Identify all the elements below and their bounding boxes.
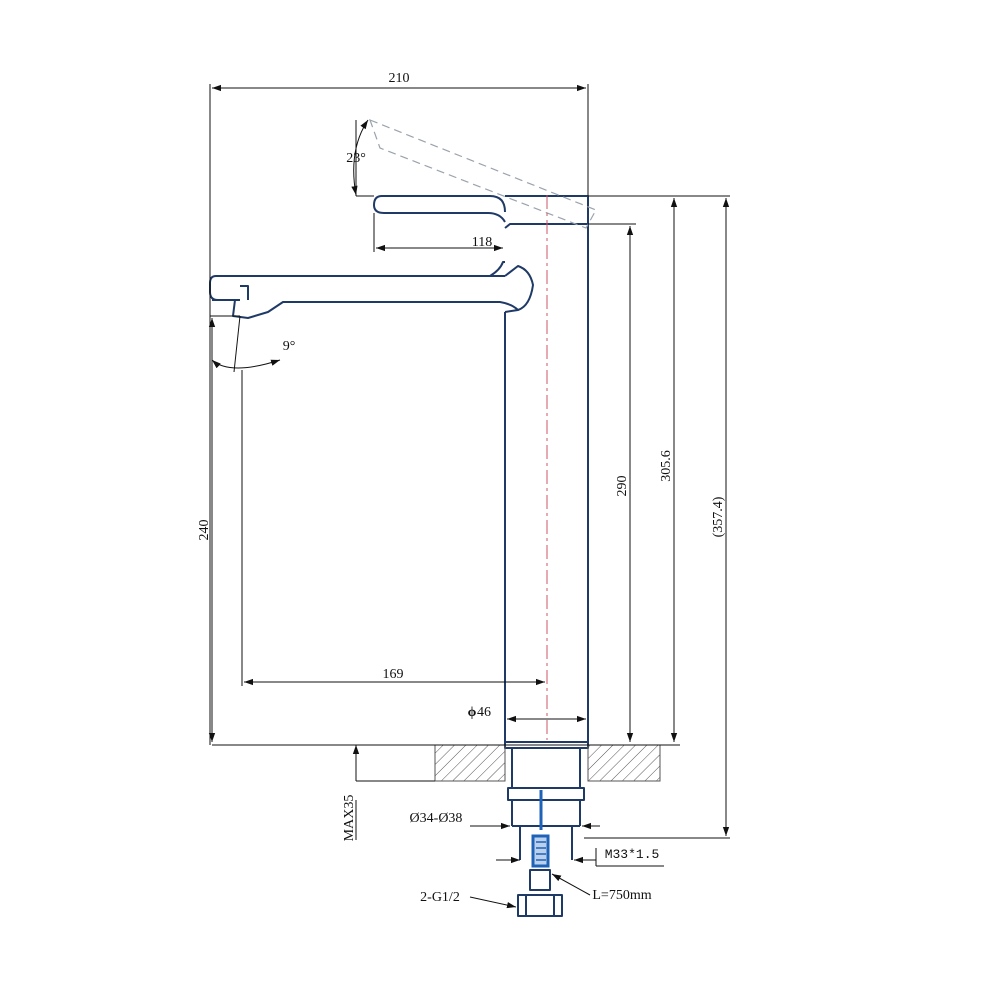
- countertop-left: [434, 744, 506, 782]
- spout: [209, 261, 534, 319]
- faucet-body: [504, 196, 589, 742]
- spout-tip: [212, 285, 249, 301]
- dim-arc-9: [211, 359, 281, 369]
- label-spout-reach: 169: [383, 667, 404, 682]
- leader-connector: [469, 896, 517, 909]
- supply-hose: [531, 790, 550, 868]
- label-diameter-symbol: ϕ: [468, 705, 477, 720]
- base-ring: [504, 741, 589, 788]
- countertop-right: [587, 744, 661, 782]
- label-body-height: 290: [615, 476, 630, 497]
- dimension-lines: [208, 84, 730, 909]
- threaded-shank: [519, 826, 573, 860]
- label-connector: 2-G1/2: [420, 890, 460, 905]
- label-overall-height: (357.4): [711, 496, 726, 537]
- handle-lever-tilted-ghost: [368, 118, 597, 229]
- connector-nut: [517, 869, 563, 917]
- label-hole-diameter: Ø34-Ø38: [410, 811, 463, 826]
- mounting-nut: [507, 787, 585, 827]
- handle-lever: [373, 195, 589, 229]
- faucet-outline: [209, 195, 589, 917]
- label-spout-height: 240: [197, 520, 212, 541]
- label-max-thickness: MAX35: [342, 795, 357, 842]
- label-body-diameter: 46: [477, 705, 491, 720]
- label-lever-length: 118: [472, 235, 492, 250]
- label-overall-width: 210: [389, 71, 410, 86]
- label-hose-length: L=750mm: [592, 888, 651, 903]
- label-total-height: 305.6: [659, 450, 674, 482]
- label-spout-angle: 9°: [283, 339, 296, 354]
- dim-arc-23: [351, 119, 369, 196]
- label-thread: M33*1.5: [605, 847, 660, 862]
- countertop-section: [434, 744, 661, 782]
- leader-hose-length: [551, 873, 591, 896]
- label-tilt-angle: 23°: [346, 151, 366, 166]
